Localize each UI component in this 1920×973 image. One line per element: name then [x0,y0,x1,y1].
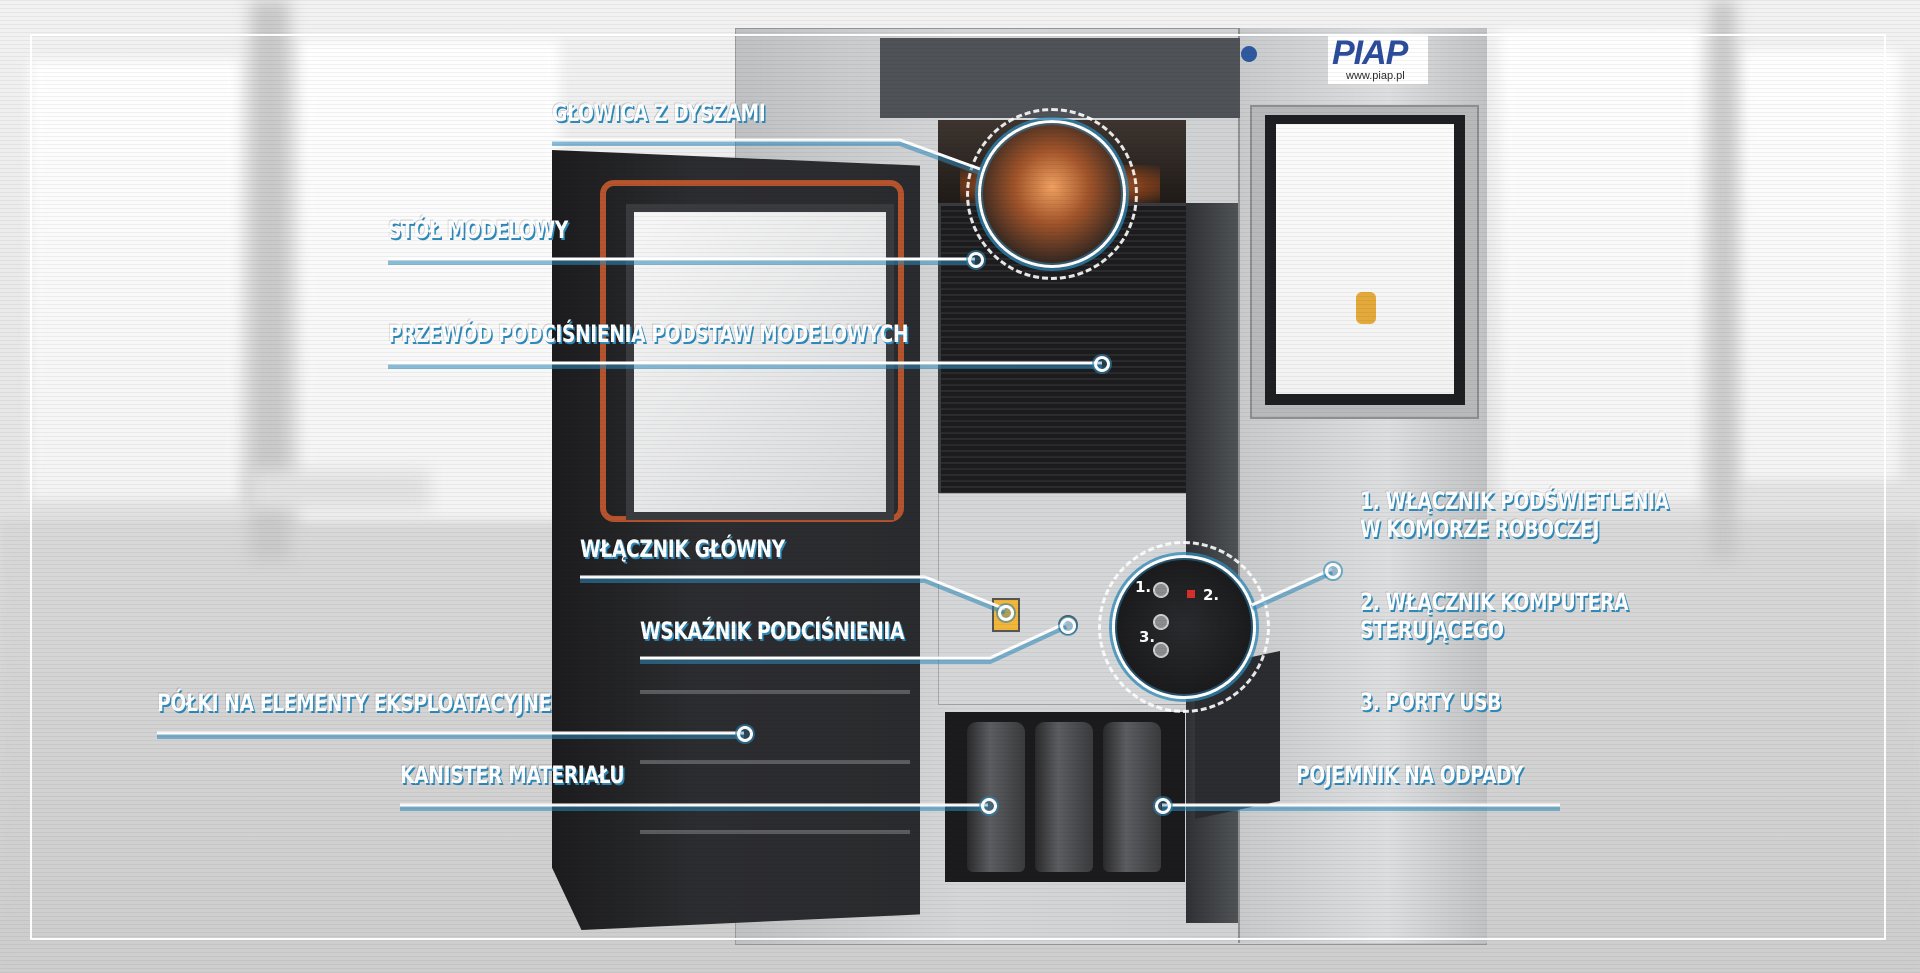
background-pillar [250,0,290,560]
label-usb-ports: 3. PORTY USB [1360,688,1501,716]
logo-brand: PIAP [1332,34,1408,72]
background-window [1500,30,1700,500]
callout-marker-icon [1094,356,1110,372]
background-window [30,60,240,500]
callout-marker-icon [968,252,984,268]
material-canister [1103,722,1161,872]
callout-marker-icon [1325,563,1341,579]
screen-model-preview [1356,292,1376,324]
zoom-circle-dash [966,108,1138,280]
monitor-screen [1276,124,1454,394]
callout-marker-icon [1155,798,1171,814]
label-vacuum-hose: PRZEWÓD PODCIŚNIENIA PODSTAW MODELOWYCH [388,320,909,348]
door-shelf [640,830,910,834]
callout-marker-icon [1060,618,1076,634]
door-shelf [640,690,910,694]
label-main-switch: WŁĄCZNIK GŁÓWNY [580,535,785,563]
zoom-circle-dash [1098,541,1270,713]
material-canister [967,722,1025,872]
callout-marker-icon [981,798,997,814]
label-model-table: STÓŁ MODELOWY [388,216,568,244]
background-bench [250,470,430,510]
callout-marker-icon [737,726,753,742]
material-canister [1035,722,1093,872]
logo-url: www.piap.pl [1346,70,1405,82]
label-vacuum-gauge: WSKAŹNIK PODCIŚNIENIA [640,617,905,645]
label-waste-container: POJEMNIK NA ODPADY [1296,761,1524,789]
piap-logo-icon [1328,36,1428,84]
label-switch-1: 1. WŁĄCZNIK PODŚWIETLENIA W KOMORZE ROBO… [1360,487,1669,543]
label-material-canister: KANISTER MATERIAŁU [400,761,625,789]
background-window [1740,50,1900,480]
label-consumables-shelves: PÓŁKI NA ELEMENTY EKSPLOATACYJNE [157,689,551,717]
material-bay [945,712,1185,882]
door-shelf [640,760,910,764]
background-pillar [1710,0,1736,560]
label-switch-2: 2. WŁĄCZNIK KOMPUTERA STERUJĄCEGO [1360,588,1629,644]
label-nozzle-head: GŁOWICA Z DYSZAMI [552,99,766,127]
background-window [300,40,560,520]
callout-marker-icon [998,605,1014,621]
printer-top-panel [880,38,1240,118]
badge-icon [1241,46,1257,62]
